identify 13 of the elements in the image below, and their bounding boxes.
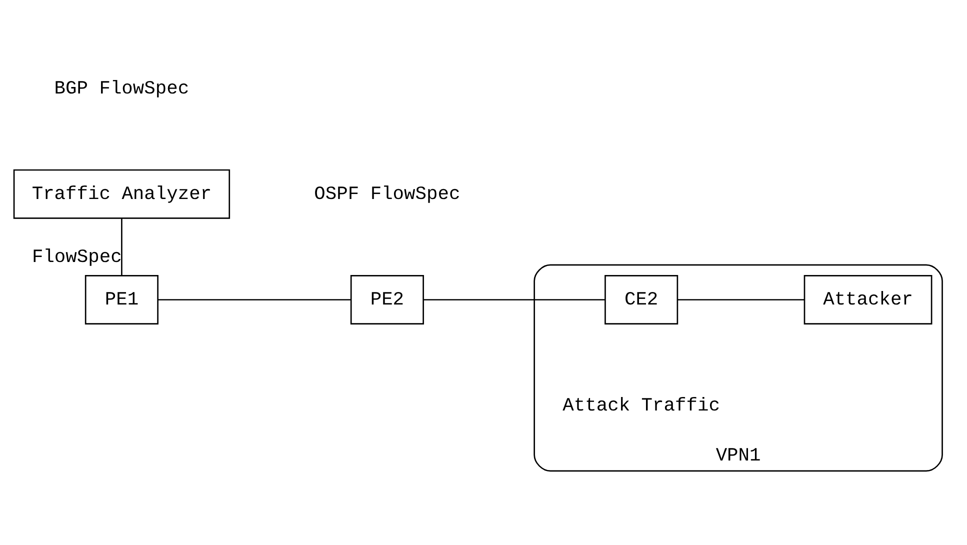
node-box: PE1 bbox=[84, 274, 158, 324]
label: OSPF FlowSpec bbox=[314, 182, 460, 205]
connector bbox=[678, 298, 804, 300]
connector bbox=[424, 298, 605, 300]
label: Attack Traffic bbox=[562, 394, 720, 416]
connector bbox=[158, 298, 351, 300]
node-box: PE2 bbox=[350, 274, 424, 324]
edge-label: FlowSpec bbox=[32, 245, 122, 268]
node-box: Traffic Analyzer bbox=[13, 168, 230, 218]
label: BGP FlowSpec bbox=[54, 76, 190, 99]
connector bbox=[121, 218, 122, 275]
node-box: CE2 bbox=[604, 274, 678, 324]
node-box: Attacker bbox=[804, 274, 932, 324]
